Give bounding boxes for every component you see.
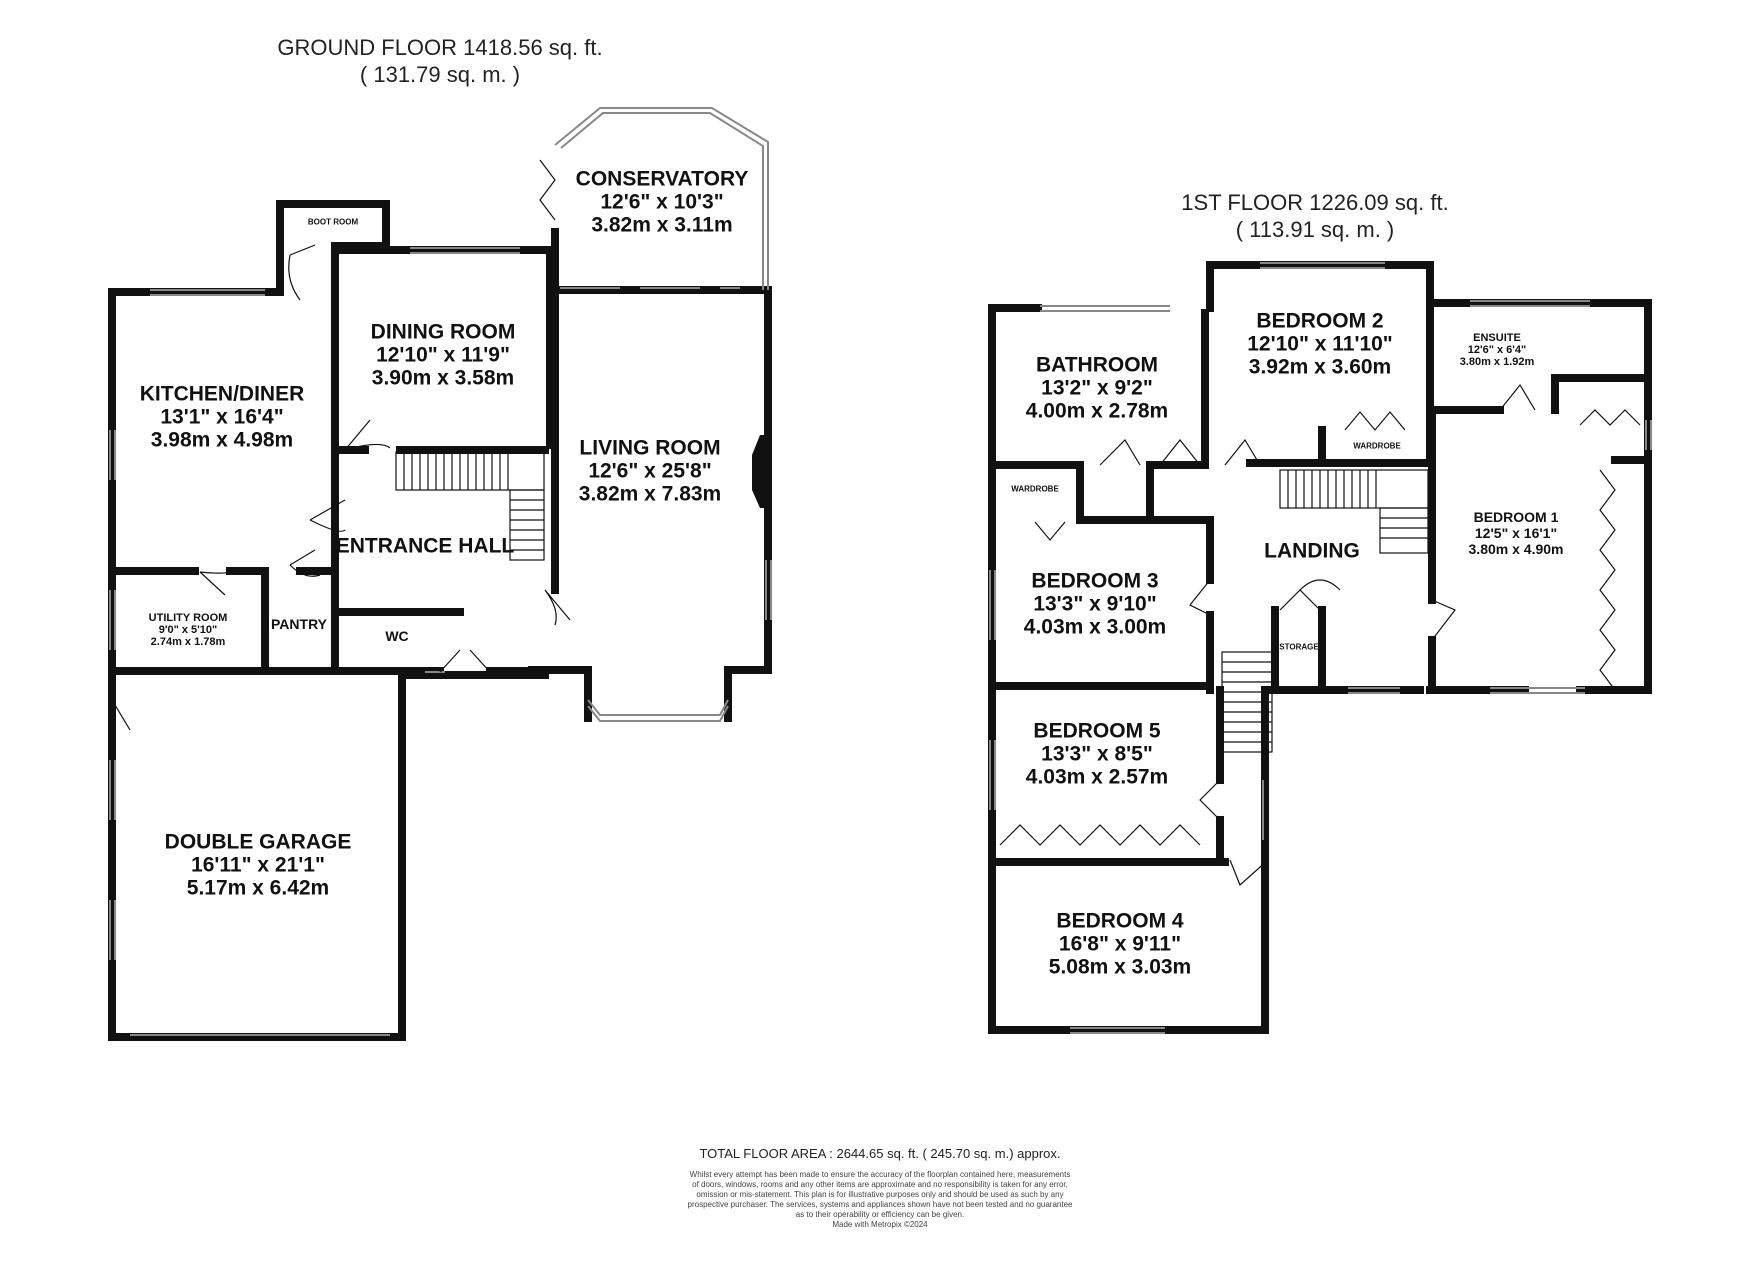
room-label-ensuite: ENSUITE 12'6" x 6'4" 3.80m x 1.92m <box>1459 332 1535 368</box>
total-floor-area: TOTAL FLOOR AREA : 2644.65 sq. ft. ( 245… <box>699 1146 1061 1161</box>
room-label-landing: LANDING <box>1264 539 1360 563</box>
room-label-bedroom-4: BEDROOM 4 16'8" x 9'11" 5.08m x 3.03m <box>1048 909 1192 979</box>
room-label-wardrobe-b3: WARDROBE <box>1011 484 1059 494</box>
room-label-bathroom: BATHROOM 13'2" x 9'2" 4.00m x 2.78m <box>1025 353 1169 423</box>
room-label-pantry: PANTRY <box>271 616 327 632</box>
room-label-bedroom-2: BEDROOM 2 12'10" x 11'10" 3.92m x 3.60m <box>1247 309 1393 379</box>
disclaimer: Whilst every attempt has been made to en… <box>687 1170 1073 1229</box>
room-label-utility-room: UTILITY ROOM 9'0" x 5'10" 2.74m x 1.78m <box>148 612 228 648</box>
ground-doors <box>111 159 571 731</box>
first-floor-header: 1ST FLOOR 1226.09 sq. ft. ( 113.91 sq. m… <box>1115 189 1515 243</box>
room-label-dining-room: DINING ROOM 12'10" x 11'9" 3.90m x 3.58m <box>370 320 516 390</box>
room-label-living-room: LIVING ROOM 12'6" x 25'8" 3.82m x 7.83m <box>578 436 722 506</box>
room-label-double-garage: DOUBLE GARAGE 16'11" x 21'1" 5.17m x 6.4… <box>164 830 352 900</box>
ground-floor-header: GROUND FLOOR 1418.56 sq. ft. ( 131.79 sq… <box>240 34 640 88</box>
ensuite-outer <box>1428 299 1652 694</box>
ensuite-cupboard <box>1551 374 1644 414</box>
room-label-kitchen-diner: KITCHEN/DINER 13'1" x 16'4" 3.98m x 4.98… <box>139 382 305 452</box>
ground-stairs <box>395 451 545 561</box>
living-room-bottom <box>528 666 592 722</box>
room-label-bedroom-3: BEDROOM 3 13'3" x 9'10" 4.03m x 3.00m <box>1023 569 1167 639</box>
garage-wall <box>108 671 549 1041</box>
room-label-conservatory: CONSERVATORY 12'6" x 10'3" 3.82m x 3.11m <box>575 167 749 237</box>
first-floor-walls <box>988 261 1652 1034</box>
first-floor-subtitle: ( 113.91 sq. m. ) <box>1235 217 1395 242</box>
dining-wall <box>331 246 554 449</box>
fireplace <box>752 435 770 508</box>
wardrobe-b3-wall <box>1076 461 1214 524</box>
room-label-bedroom-5: BEDROOM 5 13'3" x 8'5" 4.03m x 2.57m <box>1025 719 1169 789</box>
room-label-wardrobe-b2: WARDROBE <box>1353 441 1401 451</box>
ground-floor-subtitle: ( 131.79 sq. m. ) <box>359 62 521 87</box>
room-label-entrance-hall: ENTRANCE HALL <box>335 534 515 558</box>
ground-floor-walls <box>108 200 772 1041</box>
first-floor-title: 1ST FLOOR 1226.09 sq. ft. <box>1181 190 1449 215</box>
room-label-boot-room: BOOT ROOM <box>307 217 359 227</box>
kitchen-outer-wall <box>108 288 280 1041</box>
living-room-wall <box>551 286 772 722</box>
bedroom2-outer <box>1206 261 1434 434</box>
first-floor-doors <box>999 383 1641 887</box>
room-label-wc: WC <box>385 628 409 644</box>
first-floor-stairs <box>1221 469 1429 753</box>
room-label-storage: STORAGE <box>1279 642 1319 652</box>
room-label-bedroom-1: BEDROOM 1 12'5" x 16'1" 3.80m x 4.90m <box>1468 509 1564 557</box>
ground-floor-windows <box>109 107 772 1036</box>
ground-floor-title: GROUND FLOOR 1418.56 sq. ft. <box>277 35 603 60</box>
first-floor-windows <box>989 262 1652 1034</box>
